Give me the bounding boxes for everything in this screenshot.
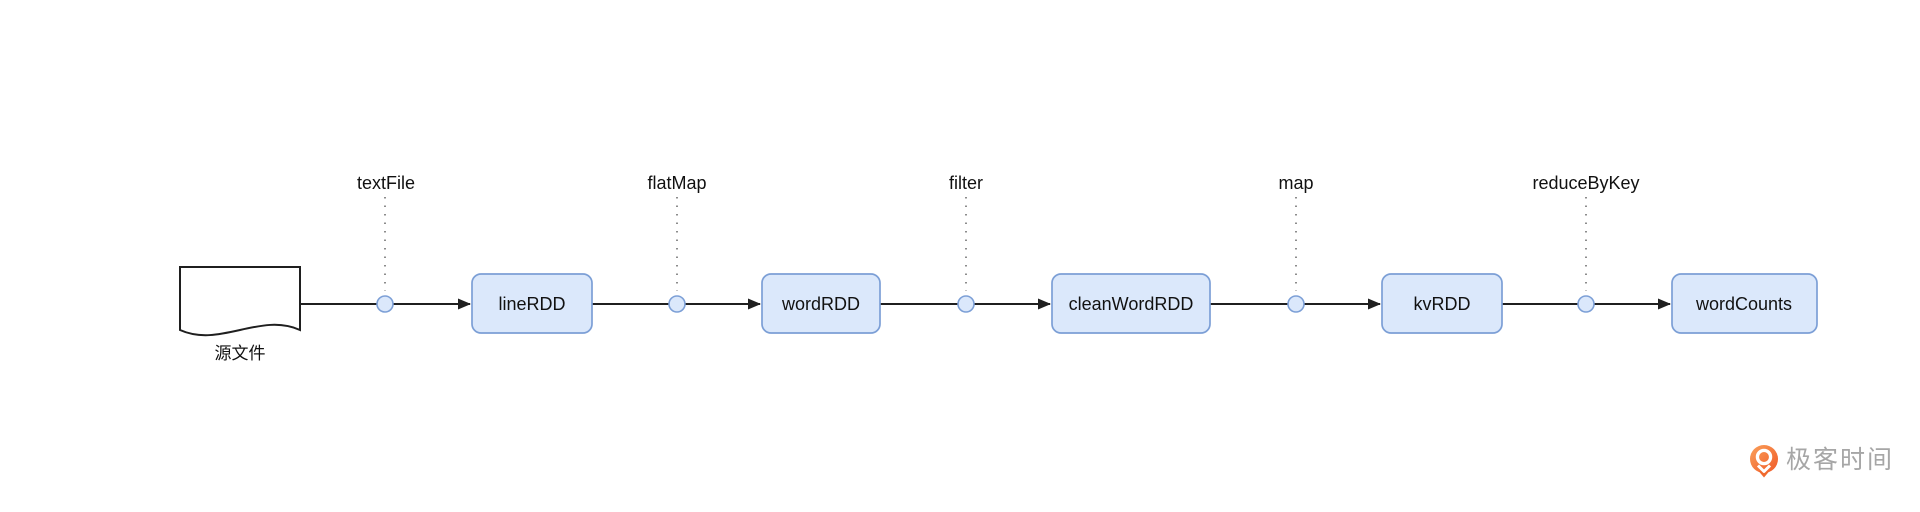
geek-time-logo-text: 极客时间 (1786, 446, 1894, 474)
geek-time-q-icon (1750, 445, 1778, 478)
edge-midpoint-circle-flatMap (668, 295, 686, 313)
node-wordRDD (761, 273, 881, 334)
node-label-wordRDD: wordRDD (781, 294, 860, 314)
source-file-document-shape (179, 266, 301, 337)
node-label-wordCounts: wordCounts (1695, 294, 1792, 314)
edge-midpoint-circle-map (1287, 295, 1305, 313)
node-cleanWordRDD (1051, 273, 1211, 334)
edge-midpoint-circle-filter (957, 295, 975, 313)
edge-midpoint-circle-reduceByKey (1577, 295, 1595, 313)
operation-label-filter: filter (949, 173, 983, 193)
node-label-lineRDD: lineRDD (498, 294, 565, 314)
source-file-label: 源文件 (215, 344, 266, 363)
node-label-cleanWordRDD: cleanWordRDD (1069, 294, 1194, 314)
geek-time-logo: 极客时间 (1750, 445, 1894, 478)
operation-label-flatMap: flatMap (647, 173, 706, 193)
operation-label-map: map (1278, 173, 1313, 193)
node-wordCounts (1671, 273, 1818, 334)
operation-label-reduceByKey: reduceByKey (1532, 173, 1639, 193)
operation-label-textFile: textFile (357, 173, 415, 193)
edge-midpoint-circle-textFile (376, 295, 394, 313)
node-lineRDD (471, 273, 593, 334)
node-label-kvRDD: kvRDD (1414, 294, 1471, 314)
node-kvRDD (1381, 273, 1503, 334)
